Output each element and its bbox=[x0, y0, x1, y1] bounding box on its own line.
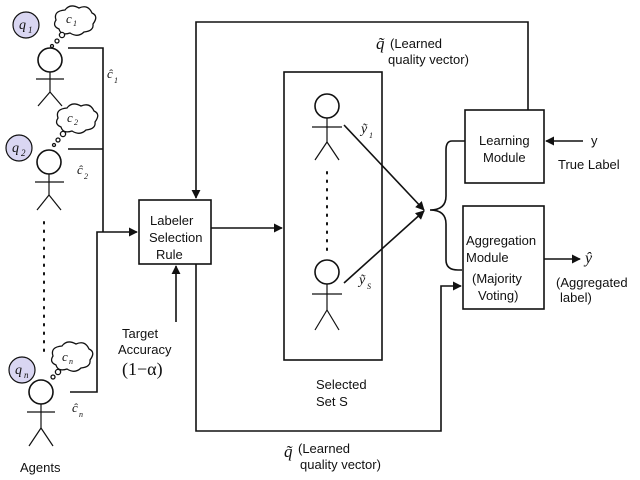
aggregated-label-symbol: ŷ bbox=[583, 250, 593, 267]
bottom-quality-symbol: q̃ bbox=[284, 442, 293, 461]
quality-symbol-n: q bbox=[15, 363, 22, 378]
thought-cloud-n bbox=[50, 341, 94, 372]
aggregation-module-line4: Voting) bbox=[478, 288, 518, 303]
quality-bubble-n bbox=[8, 356, 36, 384]
cost-hat-index-2: 2 bbox=[84, 172, 88, 181]
cost-symbol-1: c bbox=[66, 11, 72, 26]
selected-set-label-line1: Selected bbox=[316, 377, 367, 392]
agents-label: Agents bbox=[20, 460, 61, 475]
cost-hat-symbol-2: ĉ bbox=[77, 162, 83, 177]
agent-2: q 2 c 2 ĉ 2 bbox=[5, 103, 99, 211]
cost-hat-index-1: 1 bbox=[114, 76, 118, 85]
labeler-selection-rule-box bbox=[138, 199, 212, 265]
cost-index-1: 1 bbox=[73, 19, 77, 28]
top-quality-line1: (Learned bbox=[390, 36, 442, 51]
selected-set-label-line2: Set S bbox=[316, 394, 348, 409]
top-feedback-line bbox=[191, 21, 529, 199]
quality-index-2: 2 bbox=[21, 148, 26, 158]
learning-module-line1: Learning bbox=[479, 133, 530, 148]
bottom-feedback-line bbox=[195, 264, 462, 432]
bottom-quality-line2: quality vector) bbox=[300, 457, 381, 472]
agent-figure-1 bbox=[36, 47, 64, 107]
labeler-rule-line3: Rule bbox=[156, 247, 183, 262]
aggregated-label-line1: (Aggregated bbox=[556, 275, 628, 290]
target-accuracy-line2: Accuracy bbox=[118, 342, 172, 357]
aggregated-label-line2: label) bbox=[560, 290, 592, 305]
label-ys-index: S bbox=[367, 282, 371, 291]
aggregation-module-line2: Module bbox=[466, 250, 509, 265]
label-y1-index: 1 bbox=[369, 131, 373, 140]
top-quality-line2: quality vector) bbox=[388, 52, 469, 67]
agent-n: q n c n ĉ n bbox=[8, 341, 94, 447]
selected-labeler-s bbox=[312, 259, 342, 331]
cost-index-n: n bbox=[69, 357, 73, 366]
labeler-rule-line1: Labeler bbox=[150, 213, 194, 228]
target-accuracy-line1: Target bbox=[122, 326, 159, 341]
label-ys-symbol: ỹ bbox=[357, 273, 366, 288]
bottom-quality-line1: (Learned bbox=[298, 441, 350, 456]
quality-index-n: n bbox=[24, 370, 29, 380]
selected-set-box bbox=[283, 71, 383, 361]
agent-figure-n bbox=[27, 379, 55, 447]
quality-symbol-1: q bbox=[19, 18, 26, 33]
cost-hat-index-n: n bbox=[79, 410, 83, 419]
agent-figure-2 bbox=[35, 149, 64, 211]
agent-connectors bbox=[68, 47, 138, 393]
cost-symbol-2: c bbox=[67, 110, 73, 125]
learning-module-line2: Module bbox=[483, 150, 526, 165]
labeler-rule-line2: Selection bbox=[149, 230, 202, 245]
quality-bubble-1 bbox=[12, 11, 40, 39]
cost-hat-symbol-n: ĉ bbox=[72, 400, 78, 415]
top-quality-symbol: q̃ bbox=[376, 34, 385, 53]
thought-cloud-2 bbox=[55, 103, 99, 134]
agent-1: q 1 c 1 ĉ 1 bbox=[12, 5, 118, 107]
aggregation-module-box bbox=[462, 205, 545, 310]
label-y1-symbol: ỹ bbox=[359, 122, 368, 137]
aggregation-module-line3: (Majority bbox=[472, 271, 522, 286]
cost-symbol-n: c bbox=[62, 349, 68, 364]
quality-bubble-2 bbox=[5, 134, 33, 162]
split-brace bbox=[429, 140, 465, 271]
selected-labeler-1 bbox=[312, 93, 342, 161]
quality-symbol-2: q bbox=[12, 141, 19, 156]
true-label-symbol: y bbox=[591, 133, 598, 148]
quality-index-1: 1 bbox=[28, 25, 33, 35]
true-label-text: True Label bbox=[558, 157, 620, 172]
cost-hat-symbol-1: ĉ bbox=[107, 66, 113, 81]
label-ys-arrow bbox=[343, 210, 425, 284]
cost-index-2: 2 bbox=[74, 118, 78, 127]
label-y1-arrow bbox=[343, 124, 425, 211]
learning-module-box bbox=[464, 109, 545, 184]
aggregation-module-line1: Aggregation bbox=[466, 233, 536, 248]
target-accuracy-formula: (1−α) bbox=[122, 359, 163, 380]
